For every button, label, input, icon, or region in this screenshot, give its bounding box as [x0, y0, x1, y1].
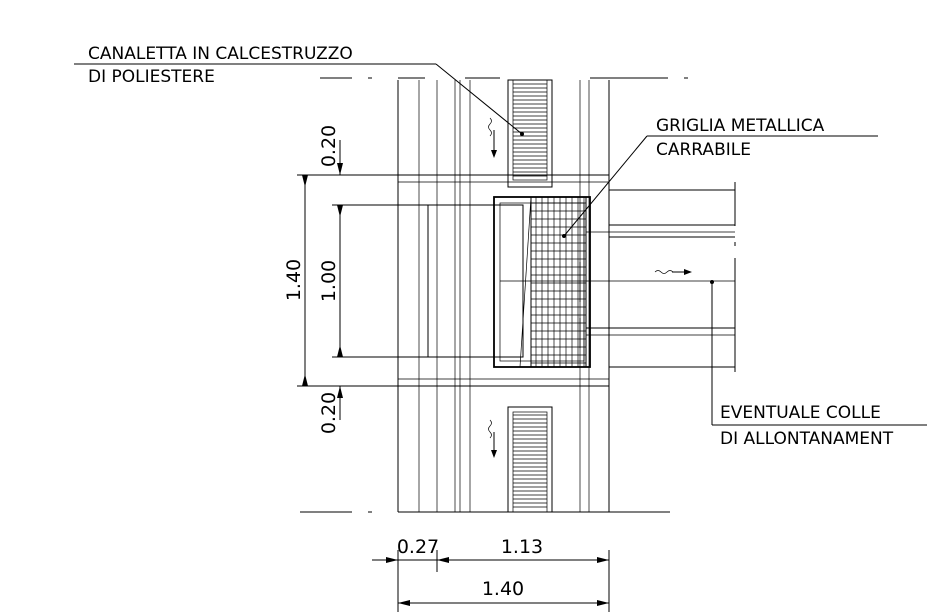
dimension-vertical-bottom: 0.20	[318, 386, 343, 434]
label-collettore: EVENTUALE COLLE DI ALLONTANAMENT	[710, 280, 927, 449]
griglia-label-line2: CARRABILE	[656, 140, 751, 160]
channel-outline	[397, 80, 610, 512]
flow-arrow-bottom	[488, 419, 497, 458]
outlet-pipe	[500, 182, 736, 372]
dimension-vertical-inner: 1.00	[318, 204, 428, 358]
dim-horiz-right: 1.13	[501, 536, 543, 558]
dim-vert-top: 0.20	[318, 125, 340, 167]
label-canaletta: CANALETTA IN CALCESTRUZZO DI POLIESTERE	[74, 44, 524, 136]
collettore-label-line1: EVENTUALE COLLE	[720, 403, 881, 423]
dimension-vertical-top: 0.20	[318, 125, 343, 175]
dimension-horizontal-upper: 0.27 1.13	[372, 536, 610, 612]
label-griglia: GRIGLIA METALLICA CARRABILE	[562, 116, 878, 238]
dimension-vertical-outer: 1.40	[283, 174, 398, 387]
dim-horiz-total: 1.40	[482, 578, 524, 600]
griglia-label-line1: GRIGLIA METALLICA	[656, 116, 825, 136]
dim-vert-inner: 1.00	[318, 260, 340, 302]
dim-horiz-left: 0.27	[397, 536, 439, 558]
canaletta-label-line2: DI POLIESTERE	[88, 67, 215, 87]
grate	[519, 196, 587, 368]
dim-vert-total: 1.40	[283, 259, 305, 301]
flow-arrow-right	[654, 269, 692, 275]
collettore-label-line2: DI ALLONTANAMENT	[720, 429, 894, 449]
flow-arrow-top	[488, 117, 497, 158]
dim-vert-bottom: 0.20	[318, 392, 340, 434]
bottom-channel	[507, 406, 553, 513]
top-channel	[507, 79, 553, 188]
dimension-horizontal-lower: 1.40	[398, 578, 609, 606]
canaletta-label-line1: CANALETTA IN CALCESTRUZZO	[88, 44, 353, 64]
pit	[397, 174, 610, 387]
